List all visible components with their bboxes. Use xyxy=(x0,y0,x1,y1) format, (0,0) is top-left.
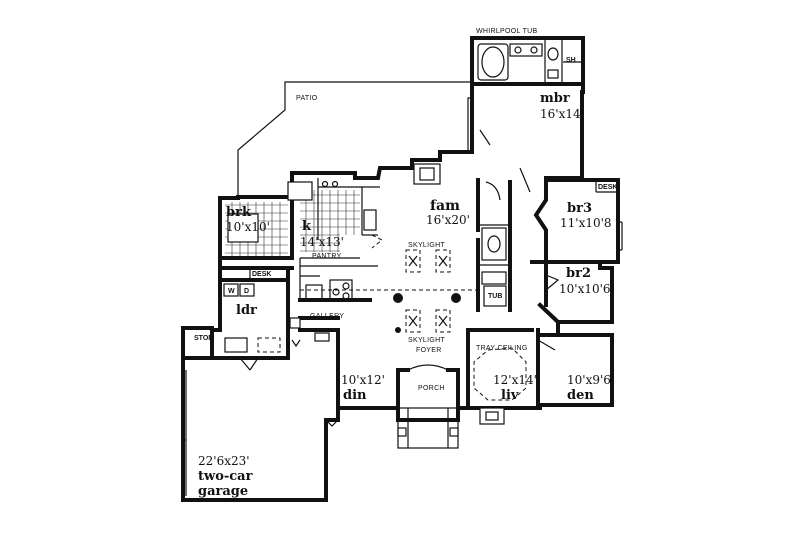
bedroom-walls xyxy=(530,180,623,325)
label-gallery: GALLERY xyxy=(310,313,344,320)
room-name-fam: fam xyxy=(430,198,460,214)
room-size-fam: 16'x20' xyxy=(426,213,470,227)
room-size-br3: 11'x10'8 xyxy=(560,216,612,230)
front-rooms xyxy=(298,316,560,449)
room-labels: mbr 16'x14' fam 16'x20' br3 11'x10'8 brk… xyxy=(198,91,612,499)
laundry-area xyxy=(218,266,372,332)
label-dryer: D xyxy=(244,288,249,295)
master-suite xyxy=(470,36,585,180)
room-name-brk: brk xyxy=(226,205,252,220)
room-name-k: k xyxy=(302,219,312,234)
room-size-garage: 22'6x23' xyxy=(198,454,250,468)
room-name-garage-line1: two-car xyxy=(198,469,253,484)
label-sh: SH xyxy=(566,57,576,64)
label-tray-ceiling: TRAY CEILING xyxy=(476,345,528,352)
skylights-lower xyxy=(405,309,451,333)
room-name-din: din xyxy=(343,388,367,403)
room-name-mbr: mbr xyxy=(540,91,570,106)
room-name-br3: br3 xyxy=(567,201,592,216)
label-desk-br3: DESK xyxy=(598,184,617,191)
room-size-k: 14'x13' xyxy=(300,235,344,249)
room-name-garage-line2: garage xyxy=(198,484,248,499)
room-name-den: den xyxy=(567,388,594,403)
room-name-br2: br2 xyxy=(566,266,591,281)
annotation-labels: WHIRLPOOL TUB PATIO SKYLIGHT SKYLIGHT PA… xyxy=(194,28,617,392)
label-skylight-upper: SKYLIGHT xyxy=(408,242,445,249)
room-size-den: 10'x9'6 xyxy=(567,373,611,387)
room-size-liv: 12'x14' xyxy=(493,373,537,387)
room-size-brk: 10'x10' xyxy=(226,220,270,234)
label-stor: STOR xyxy=(194,335,213,342)
room-name-liv: liv xyxy=(501,388,519,403)
label-foyer: FOYER xyxy=(416,347,442,354)
label-porch: PORCH xyxy=(418,385,445,392)
garage-area xyxy=(181,317,339,496)
room-name-ldr: ldr xyxy=(236,303,257,318)
label-patio: PATIO xyxy=(296,95,318,102)
family-room xyxy=(300,163,531,312)
room-size-br2: 10'x10'6 xyxy=(559,282,611,296)
patio-outline xyxy=(237,81,473,196)
label-skylight-lower: SKYLIGHT xyxy=(408,337,445,344)
kitchen-area xyxy=(218,171,383,300)
label-whirlpool-tub: WHIRLPOOL TUB xyxy=(476,28,537,35)
skylights-upper xyxy=(405,249,451,273)
label-pantry: PANTRY xyxy=(312,253,342,260)
room-size-mbr: 16'x14' xyxy=(540,107,584,121)
label-tub: TUB xyxy=(488,293,502,300)
label-washer: W xyxy=(228,288,235,295)
room-size-din: 10'x12' xyxy=(341,373,385,387)
label-desk-kitchen: DESK xyxy=(252,271,271,278)
